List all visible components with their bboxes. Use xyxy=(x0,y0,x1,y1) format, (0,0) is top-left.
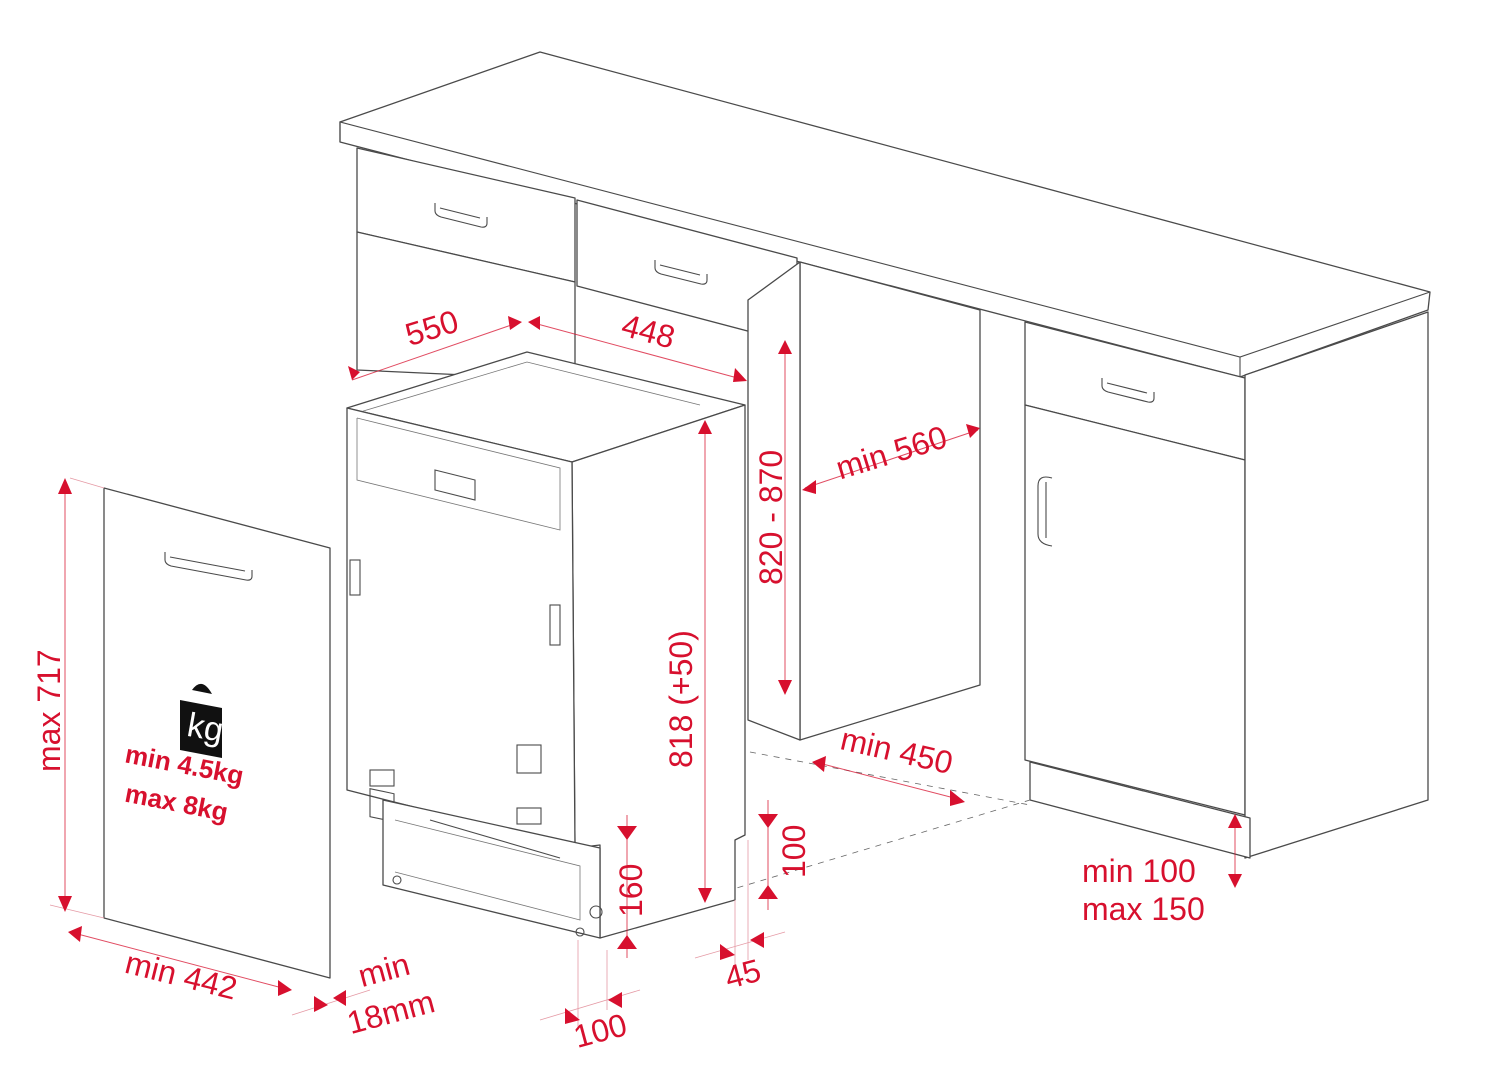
panel-thickness-value-label: 18mm xyxy=(343,983,438,1041)
worktop-height-label: 820 - 870 xyxy=(753,450,789,585)
dishwasher-front xyxy=(346,407,576,849)
cabinet-right-side xyxy=(1244,311,1429,859)
plinth-depth-label: 100 xyxy=(570,1006,631,1055)
dishwasher xyxy=(346,351,746,939)
dishwasher-plinth-frame xyxy=(382,799,601,939)
plinth-min-label: min 100 xyxy=(1082,853,1196,889)
plinth-max-label: max 150 xyxy=(1082,891,1205,927)
panel-height-label: max 717 xyxy=(31,649,67,772)
panel-handle-icon xyxy=(164,552,253,581)
kitchen-cabinets xyxy=(339,51,1431,906)
cabinet-mid-side xyxy=(799,261,981,741)
dimension-lines xyxy=(49,321,1236,1030)
kg-weight-icon: kg xyxy=(180,683,226,758)
door-handle-icon xyxy=(1037,476,1053,547)
plinth-offset-label: 45 xyxy=(721,952,765,996)
drawer-handle-icon xyxy=(434,203,488,228)
panel-thickness-min-label: min xyxy=(354,946,413,994)
dimension-arrows xyxy=(58,316,1242,1024)
plinth-gap-label: 100 xyxy=(776,825,812,878)
drawer-handle-icon xyxy=(1101,378,1155,403)
appliance-height-label: 818 (+50) xyxy=(663,630,699,768)
cabinet-door xyxy=(1024,404,1246,816)
foot-height-label: 160 xyxy=(613,864,649,917)
door-panel: kg xyxy=(103,487,331,979)
drawer-handle-icon xyxy=(654,260,708,285)
svg-text:kg: kg xyxy=(184,706,226,750)
panel-width-label: min 442 xyxy=(122,944,241,1006)
